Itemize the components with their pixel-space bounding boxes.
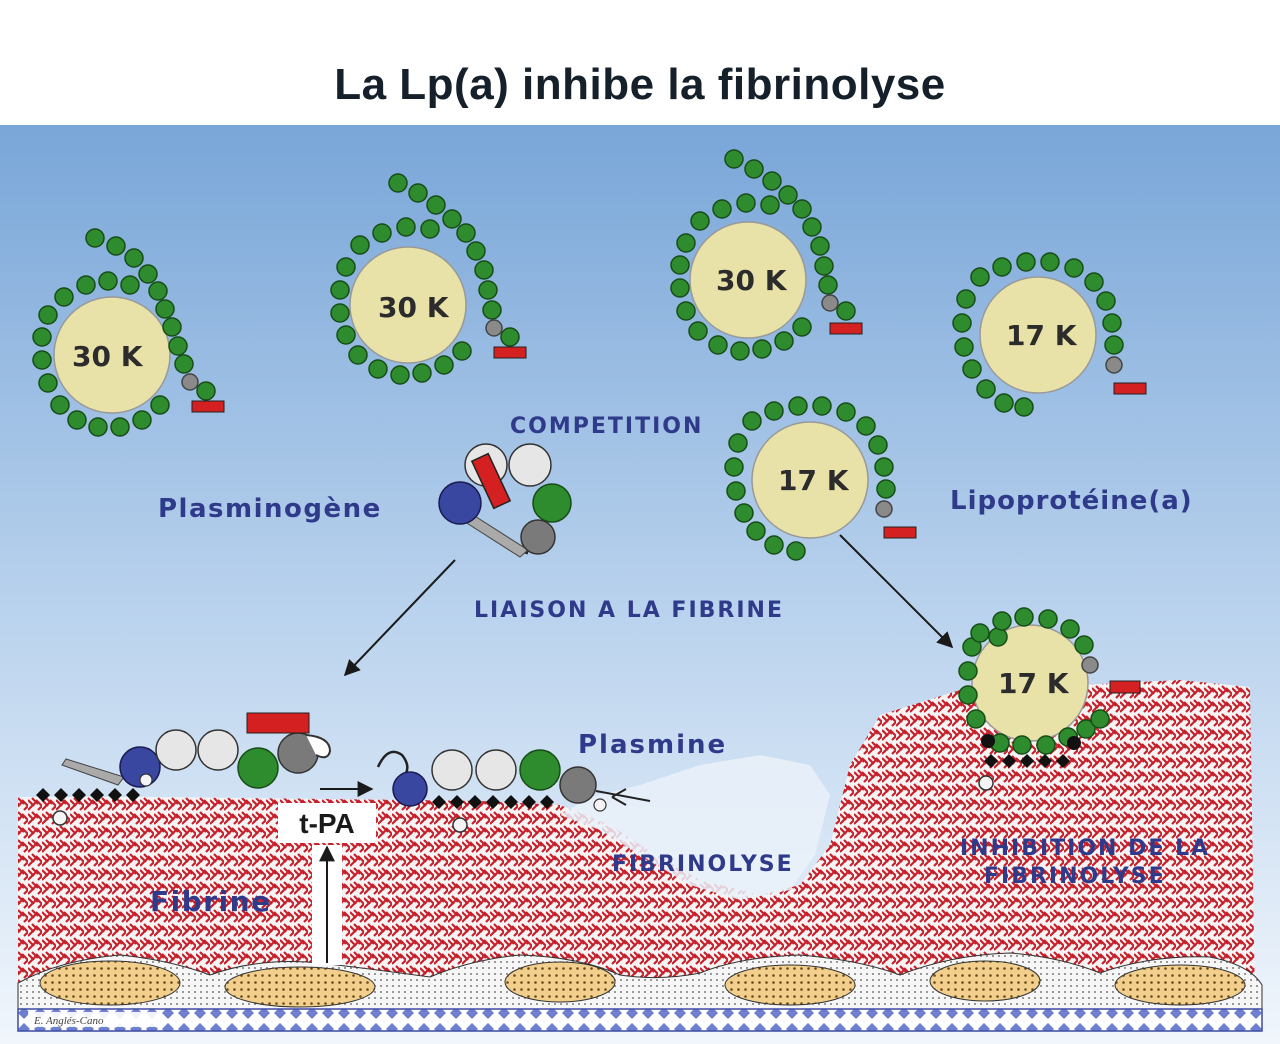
fibrinolysis-cavity — [560, 755, 830, 900]
lpa-2-label: 30 K — [378, 291, 450, 324]
lpa-particle-3 — [670, 149, 863, 361]
tpa-box — [278, 803, 376, 843]
tpa-label: t-PA — [299, 808, 354, 839]
arrow-lpa-to-fibrin — [839, 534, 954, 649]
fibrinolyse-label: FIBRINOLYSE — [612, 852, 794, 877]
plasminogen-bound — [36, 712, 332, 826]
lipoproteine-label: Lipoprotéine(a) — [950, 486, 1193, 516]
lpa-bound-label: 17 K — [998, 667, 1070, 700]
lpa-fibrinolysis-diagram: E. Anglés-Cano 30 K 30 K — [0, 125, 1280, 1044]
plasmine-label: Plasmine — [578, 730, 727, 760]
inhibition-label-line1: INHIBITION DE LA — [960, 836, 1210, 861]
competition-label: COMPETITION — [510, 414, 703, 439]
arrow-plasminogen-to-fibrin — [343, 559, 456, 677]
lpa-5-label: 17 K — [778, 464, 850, 497]
plasminogene-label: Plasminogène — [158, 494, 382, 524]
lpa-4-label: 17 K — [1006, 319, 1078, 352]
fibrine-label: Fibrine — [150, 885, 272, 918]
plasmin-molecule — [376, 749, 651, 833]
liaison-label: LIAISON A LA FIBRINE — [474, 598, 784, 623]
lpa-particle-5 — [724, 396, 917, 561]
lpa-particle-4 — [952, 252, 1147, 417]
plasminogen-molecule — [438, 443, 572, 558]
lpa-particle-2 — [330, 173, 527, 385]
credit-label: E. Anglés-Cano — [33, 1015, 104, 1027]
lpa-particle-1 — [32, 228, 225, 437]
inhibition-label-line2: FIBRINOLYSE — [984, 864, 1166, 889]
lpa-1-label: 30 K — [72, 340, 144, 373]
vessel-wall — [17, 1008, 1263, 1032]
lpa-3-label: 30 K — [716, 264, 788, 297]
lpa-particle-bound — [958, 607, 1141, 791]
page-title: La Lp(a) inhibe la fibrinolyse — [334, 60, 946, 109]
endothelial-cells — [39, 960, 1246, 1008]
